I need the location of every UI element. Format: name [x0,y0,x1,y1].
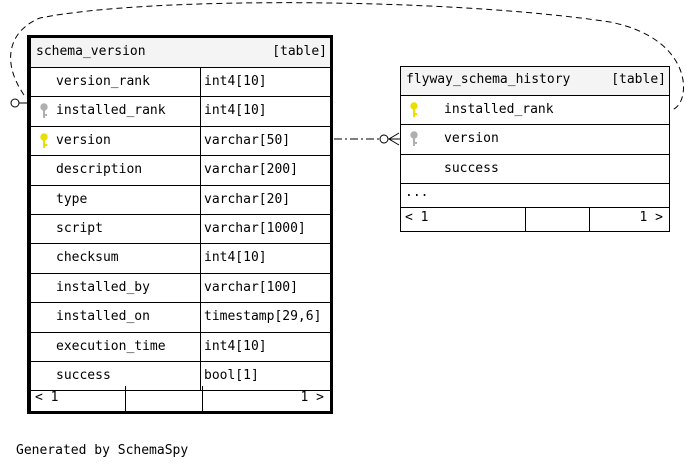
column-name: installed_rank [444,102,554,117]
footer-left[interactable]: < 1 [405,210,429,225]
column-type: varchar[20] [204,191,291,207]
column-name: type [56,191,88,207]
table-row[interactable]: installed_rank int4[10] [30,97,330,127]
crow-foot [388,132,400,146]
column-name: version [56,132,111,148]
table-name: schema_version [36,44,146,59]
column-name: checksum [56,250,119,266]
footer-right[interactable]: 1 > [639,210,663,225]
relationship-end-circle [379,134,389,144]
table-row[interactable]: success bool[1] [30,362,330,392]
column-name: version_rank [56,74,150,89]
table-row[interactable]: installed_by varchar[100] [30,273,330,304]
column-type: varchar[50] [204,132,291,148]
table-row[interactable]: success [401,155,669,184]
primary-key-icon [409,102,419,118]
column-name: success [444,160,499,176]
column-type: int4[10] [204,74,267,89]
table-row[interactable]: installed_rank [401,96,669,126]
footer-right[interactable]: 1 > [300,390,324,405]
column-type: timestamp[29,6] [204,309,322,325]
self-relationship-line [10,2,685,111]
column-type: int4[10] [204,338,267,354]
table-row[interactable]: script varchar[1000] [30,215,330,245]
table-row[interactable]: type varchar[20] [30,185,330,215]
table-row[interactable]: checksum int4[10] [30,244,330,274]
column-name: installed_by [56,279,150,295]
table-row[interactable]: installed_on timestamp[29,6] [30,303,330,333]
table-schema-version[interactable]: schema_version [table] version_rank int4[… [27,35,333,414]
column-type: int4[10] [204,103,267,119]
relationship-end-circle [10,98,20,108]
table-name: flyway_schema_history [406,72,571,87]
column-type: varchar[1000] [204,221,306,236]
footer-left[interactable]: < 1 [35,390,59,405]
table-row[interactable]: version [401,125,669,155]
table-kind: [table] [272,44,327,59]
table-row[interactable]: execution_time int4[10] [30,332,330,362]
column-name: version [444,131,499,147]
more-indicator: ... [405,185,429,200]
column-type: varchar[200] [204,162,298,178]
table-flyway-schema-history[interactable]: flyway_schema_history [table] installed_… [400,66,670,232]
column-name: success [56,368,111,383]
column-name: script [56,221,103,236]
column-name: installed_on [56,309,150,325]
table-header: schema_version [table] [30,38,330,68]
generated-by-label: Generated by SchemaSpy [16,443,189,458]
index-key-icon [409,131,419,147]
table-row[interactable]: version_rank int4[10] [30,68,330,98]
more-row: ... [401,184,669,208]
column-type: int4[10] [204,250,267,266]
table-header: flyway_schema_history [table] [401,67,669,96]
primary-key-icon [39,133,49,149]
table-row[interactable]: version varchar[50] [30,126,330,157]
table-kind: [table] [611,72,666,87]
column-name: description [56,162,143,178]
table-footer: < 1 1 > [30,386,330,411]
table-footer: < 1 1 > [401,207,669,231]
column-name: installed_rank [56,103,166,119]
column-type: varchar[100] [204,279,298,295]
column-type: bool[1] [204,368,259,383]
index-key-icon [39,103,49,119]
column-name: execution_time [56,338,166,354]
table-row[interactable]: description varchar[200] [30,156,330,186]
